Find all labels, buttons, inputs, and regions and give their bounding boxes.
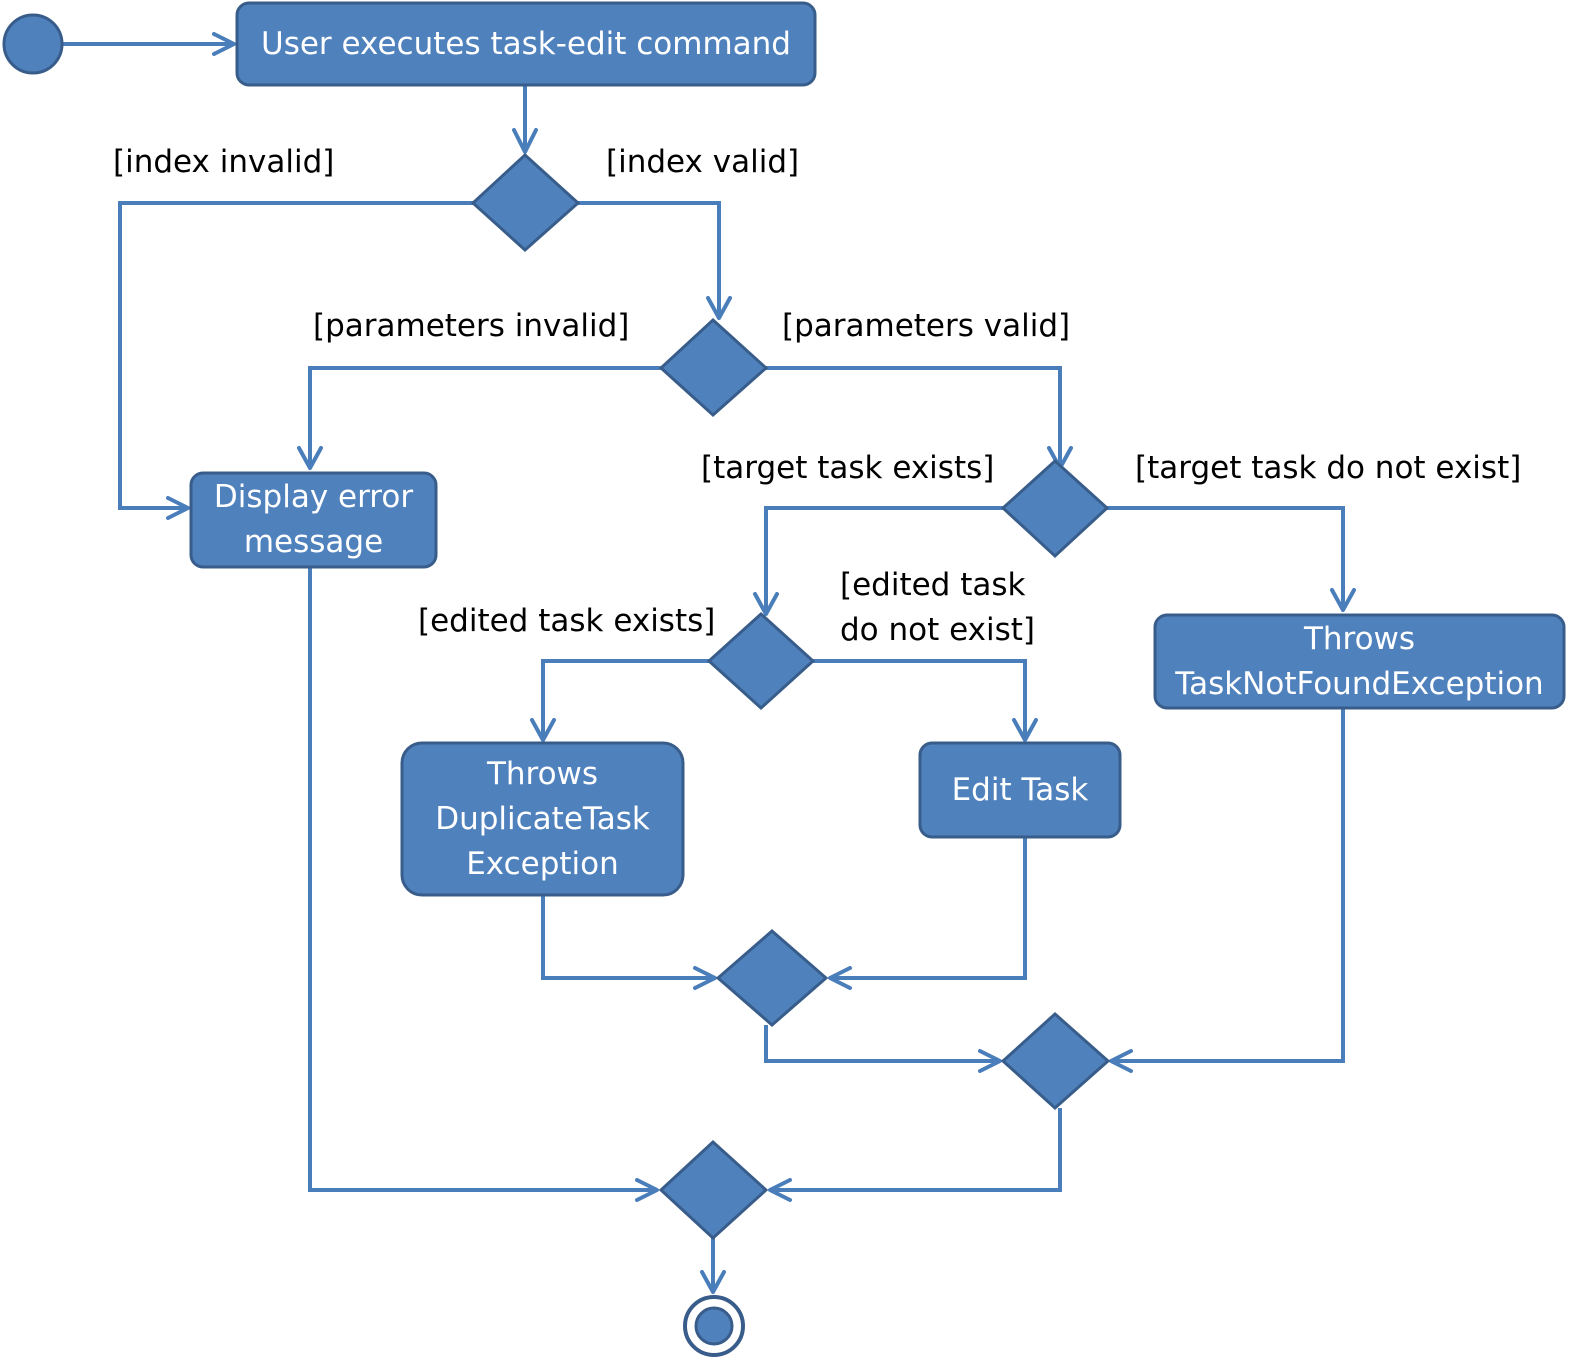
action-user-executes-label: User executes task-edit command bbox=[261, 25, 791, 62]
decision-index-diamond bbox=[470, 152, 581, 253]
edge-index-invalid-to-error bbox=[118, 201, 473, 510]
throws-duplicate-line-3: Exception bbox=[466, 845, 619, 882]
display-error-line-1: Display error bbox=[213, 479, 414, 515]
edge-params-valid-to-decision-target bbox=[766, 366, 1062, 466]
edge-throws-not-found-to-merge2 bbox=[1113, 709, 1345, 1063]
throws-not-found-line-2: TaskNotFoundException bbox=[1175, 665, 1544, 702]
arrowhead bbox=[693, 966, 717, 990]
initial-node bbox=[2, 13, 64, 75]
guard-edited-not-exist-line-2: do not exist] bbox=[840, 612, 1036, 648]
arrowhead bbox=[1109, 1049, 1133, 1073]
edge-target-exists-to-decision-edited bbox=[764, 506, 1003, 612]
arrowhead bbox=[700, 1270, 726, 1294]
edge-params-invalid-to-error bbox=[308, 366, 661, 466]
edge-error-to-final-merge bbox=[308, 568, 655, 1192]
merge-diamond-1 bbox=[715, 929, 829, 1027]
connectors bbox=[62, 42, 1345, 1290]
edge-merge2-to-final-merge bbox=[772, 1108, 1062, 1192]
action-display-error-box bbox=[189, 471, 438, 569]
edge-edited-not-exist-to-edit-task bbox=[813, 659, 1027, 738]
action-throws-duplicate-label: Throws DuplicateTask Exception bbox=[402, 743, 683, 895]
merge-diamond-final bbox=[658, 1139, 769, 1241]
action-edit-task-box bbox=[918, 741, 1122, 839]
guard-edited-task-not-exist: [edited task do not exist] bbox=[840, 563, 1035, 653]
arrowhead bbox=[297, 446, 323, 470]
arrowhead bbox=[512, 128, 538, 154]
guard-target-task-exists: [target task exists] bbox=[701, 450, 995, 486]
arrowhead bbox=[768, 1178, 792, 1202]
arrowhead bbox=[530, 718, 556, 742]
edge-edited-exists-to-throws-duplicate bbox=[541, 659, 709, 738]
action-edit-task-label: Edit Task bbox=[951, 771, 1089, 808]
edge-index-valid-to-decision-params bbox=[578, 201, 721, 316]
edge-throws-duplicate-to-merge1 bbox=[541, 896, 713, 980]
throws-duplicate-line-2: DuplicateTask bbox=[435, 800, 650, 837]
arrowhead bbox=[635, 1178, 659, 1202]
arrowhead bbox=[212, 32, 236, 56]
arrowheads bbox=[166, 32, 1356, 1294]
arrowhead bbox=[1330, 588, 1356, 612]
edge-merge1-to-merge2 bbox=[764, 1025, 998, 1063]
decision-edited-task-diamond bbox=[706, 611, 816, 711]
arrowhead bbox=[706, 296, 732, 320]
guard-index-valid: [index valid] bbox=[606, 144, 800, 180]
decision-parameters-diamond bbox=[658, 317, 769, 418]
guard-edited-task-exists: [edited task exists] bbox=[418, 603, 716, 639]
guard-target-task-not-exist: [target task do not exist] bbox=[1135, 450, 1522, 486]
edge-edit-task-to-merge1 bbox=[832, 838, 1027, 980]
decision-target-task-diamond bbox=[1000, 458, 1110, 559]
action-throws-duplicate-box bbox=[400, 741, 685, 897]
action-throws-not-found-label: Throws TaskNotFoundException bbox=[1155, 615, 1564, 708]
guard-parameters-valid: [parameters valid] bbox=[782, 308, 1071, 344]
arrowhead bbox=[978, 1049, 1002, 1073]
throws-not-found-line-1: Throws bbox=[1303, 620, 1416, 657]
arrowhead bbox=[828, 966, 852, 990]
arrowhead bbox=[166, 496, 190, 520]
guard-edited-not-exist-line-1: [edited task bbox=[840, 567, 1026, 603]
arrowhead bbox=[1012, 718, 1038, 742]
guard-index-invalid: [index invalid] bbox=[113, 144, 335, 180]
edge-target-not-exist-to-throws-not-found bbox=[1107, 506, 1345, 608]
action-user-executes-box bbox=[235, 1, 817, 87]
arrowhead bbox=[753, 592, 779, 616]
action-display-error-label: Display error message bbox=[191, 473, 436, 567]
throws-duplicate-line-1: Throws bbox=[486, 755, 599, 792]
final-node-dot bbox=[694, 1306, 734, 1346]
action-throws-not-found-box bbox=[1153, 613, 1566, 710]
guard-parameters-invalid: [parameters invalid] bbox=[313, 308, 630, 344]
merge-diamond-2 bbox=[1000, 1011, 1111, 1111]
display-error-line-2: message bbox=[243, 524, 384, 560]
